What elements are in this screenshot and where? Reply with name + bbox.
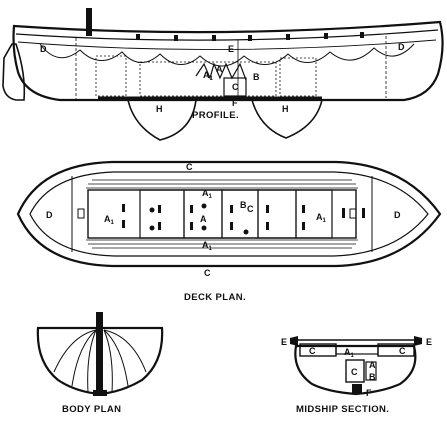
midship-keel (352, 384, 362, 394)
gunwale-line (15, 29, 439, 41)
caption-profile: PROFILE. (192, 110, 239, 121)
midship-label-e-right: E (426, 337, 432, 347)
drop-keel-right (250, 99, 324, 139)
deck-label-d-stern: D (46, 210, 53, 220)
deck-label-a1-stern: A1 (104, 214, 115, 226)
midship-fender-left (290, 336, 298, 346)
centre-well (223, 77, 247, 97)
profile-label-d-bow: D (398, 42, 405, 52)
deck-label-d-bow: D (394, 210, 401, 220)
fender-line (17, 39, 437, 50)
caption-body-plan: BODY PLAN (62, 404, 121, 415)
grab-line-loops (39, 43, 415, 67)
profile-label-b: B (253, 72, 260, 82)
profile-label-d-stern: D (40, 44, 47, 54)
body-plan-view: BODY PLAN (36, 312, 164, 415)
deck-label-a: A (200, 214, 207, 224)
deck-label-c-bottom: C (204, 268, 211, 278)
air-case-left (95, 55, 127, 97)
bench-stripes-top (86, 179, 358, 189)
well-outline (139, 61, 277, 97)
deck-label-a1-top: A1 (202, 188, 213, 200)
midship-label-a: A (369, 360, 376, 370)
midship-label-b: B (369, 372, 376, 382)
drop-keel-left (126, 99, 197, 141)
midship-label-c-centre: C (351, 367, 358, 377)
deck-scuttles (122, 203, 365, 235)
bench-stripes-bottom (86, 239, 358, 249)
profile-label-f: F (232, 98, 238, 108)
deck-label-c-centre: C (247, 204, 254, 214)
caption-deck-plan: DECK PLAN. (184, 292, 246, 303)
deck-label-a1-bottom: A1 (202, 240, 213, 252)
deck-hull-outline (16, 160, 442, 268)
midship-well (365, 361, 377, 381)
well-steps (195, 62, 247, 81)
rudder (2, 43, 26, 101)
midship-thwart (335, 345, 379, 355)
profile-label-a1: A1 (203, 70, 214, 82)
deck-label-a1-bow: A1 (316, 212, 327, 224)
thole-pins (136, 32, 364, 41)
caption-midship-section: MIDSHIP SECTION. (296, 404, 389, 415)
profile-label-a: A (216, 64, 223, 74)
deck-label-c-top: C (186, 162, 193, 172)
midship-label-c-right: C (399, 346, 406, 356)
profile-label-h-right: H (282, 104, 289, 114)
deck-bow-mark (349, 208, 357, 219)
hull-outline (12, 20, 444, 102)
body-plan-stem (96, 312, 103, 392)
deck-stern-mark (77, 208, 85, 219)
deck-plan-view: D D C C A1 A1 A1 A1 A B C DECK PLAN. (16, 160, 442, 303)
profile-label-c: C (232, 82, 239, 92)
air-case-right (279, 57, 317, 97)
body-plan-frames (53, 329, 147, 393)
thwart-frames (139, 189, 333, 239)
midship-fender-right (414, 336, 422, 346)
stern-post (86, 8, 92, 36)
midship-section-view: E E C C A1 C A B F MIDSHIP SECTION. (281, 336, 432, 415)
midship-label-e-left: E (281, 337, 287, 347)
midship-centre-case (345, 359, 365, 383)
midship-label-f: F (366, 388, 372, 398)
body-plan-keel (93, 390, 107, 396)
deck-inner-outline (29, 171, 429, 257)
midship-label-c-left: C (309, 346, 316, 356)
midship-label-a1: A1 (344, 347, 355, 359)
profile-label-h-left: H (156, 104, 163, 114)
deck-label-b: B (240, 200, 247, 210)
profile-view: D D E A1 A B C F H H PROFILE. (2, 8, 444, 141)
profile-label-e: E (228, 44, 234, 54)
